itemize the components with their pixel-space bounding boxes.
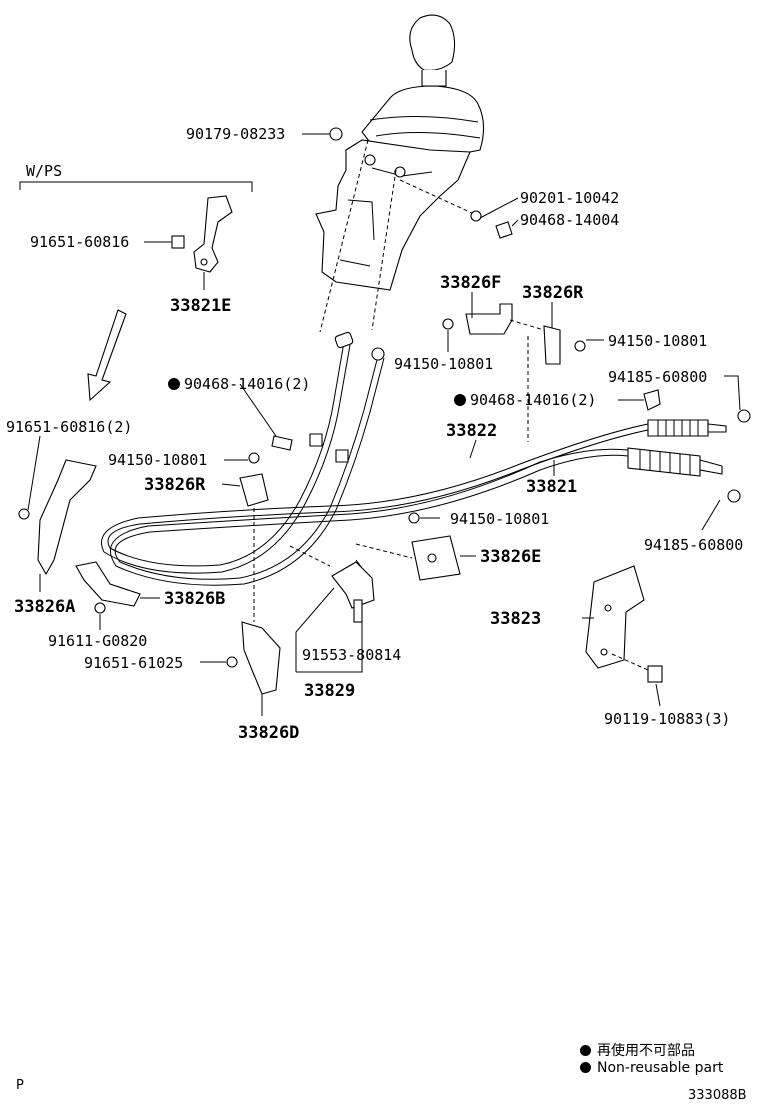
label-33826A: 33826A — [14, 597, 75, 617]
label-33829: 33829 — [304, 681, 355, 701]
label-33826F: 33826F — [440, 273, 501, 293]
clip-90468-b-icon — [643, 389, 661, 411]
label-90468-14016-b: 90468-14016(2) — [470, 391, 596, 409]
group-label-wps: W/PS — [26, 162, 62, 180]
label-33826B: 33826B — [164, 589, 225, 609]
nut-90179-icon — [329, 127, 343, 141]
nut-94150-d-icon — [408, 512, 420, 524]
legend-jp: 再使用不可部品 — [580, 1040, 695, 1060]
label-91611-G0820: 91611-G0820 — [48, 632, 147, 650]
nut-94185-b-icon — [727, 489, 741, 503]
label-91651-60816: 91651-60816 — [30, 233, 129, 251]
dashed-connectors — [253, 319, 649, 671]
label-90119-10883: 90119-10883(3) — [604, 710, 730, 728]
label-90468-14004: 90468-14004 — [520, 211, 619, 229]
label-33823: 33823 — [490, 609, 541, 629]
label-33822: 33822 — [446, 421, 497, 441]
label-94150-10801-b: 94150-10801 — [608, 332, 707, 350]
label-91651-60816-2: 91651-60816(2) — [6, 418, 132, 436]
bolt-91553-icon — [353, 599, 363, 623]
label-33826R-mid: 33826R — [144, 475, 206, 495]
footer-left-code: P — [16, 1078, 24, 1093]
label-33826R-top: 33826R — [522, 283, 584, 303]
label-91553-80814: 91553-80814 — [302, 646, 401, 664]
shift-lever-assembly — [315, 14, 485, 333]
non-reusable-dot-icon — [580, 1062, 591, 1073]
washer-90201-icon — [470, 210, 482, 222]
nut-94150-b-icon — [574, 340, 586, 352]
label-33826D: 33826D — [238, 723, 299, 743]
non-reusable-dot-icon — [580, 1045, 591, 1056]
clip-90468-c-icon — [271, 435, 293, 451]
fasteners — [18, 127, 751, 695]
wps-group-bracket: W/PS — [19, 162, 253, 402]
bolt-90119-icon — [647, 665, 663, 683]
label-94150-10801-a: 94150-10801 — [394, 355, 493, 373]
nut-94150-a-icon — [442, 318, 454, 330]
label-33826E: 33826E — [480, 547, 541, 567]
non-reusable-dot-a — [168, 378, 180, 390]
nut-94150-c-icon — [248, 452, 260, 464]
legend-en: Non-reusable part — [580, 1060, 723, 1076]
leader-lines — [27, 133, 741, 716]
bolt-91651-icon — [171, 235, 185, 249]
label-94150-10801-d: 94150-10801 — [450, 510, 549, 528]
label-94185-60800-a: 94185-60800 — [608, 368, 707, 386]
label-94150-10801-c: 94150-10801 — [108, 451, 207, 469]
control-cables — [101, 331, 727, 586]
label-33821: 33821 — [526, 477, 577, 497]
label-90468-14016-a: 90468-14016(2) — [184, 375, 310, 393]
bolt-91651-61025-icon — [226, 656, 238, 668]
label-33821E: 33821E — [170, 296, 231, 316]
part-labels: 90179-08233 90201-10042 90468-14004 9165… — [6, 125, 743, 743]
label-90201-10042: 90201-10042 — [520, 189, 619, 207]
label-94185-60800-b: 94185-60800 — [644, 536, 743, 554]
footer-diagram-id: 333088B — [688, 1088, 747, 1103]
label-91651-61025: 91651-61025 — [84, 654, 183, 672]
non-reusable-dot-b — [454, 394, 466, 406]
nut-94185-a-icon — [737, 409, 751, 423]
clip-90468-icon — [495, 221, 513, 239]
label-90179-08233: 90179-08233 — [186, 125, 285, 143]
